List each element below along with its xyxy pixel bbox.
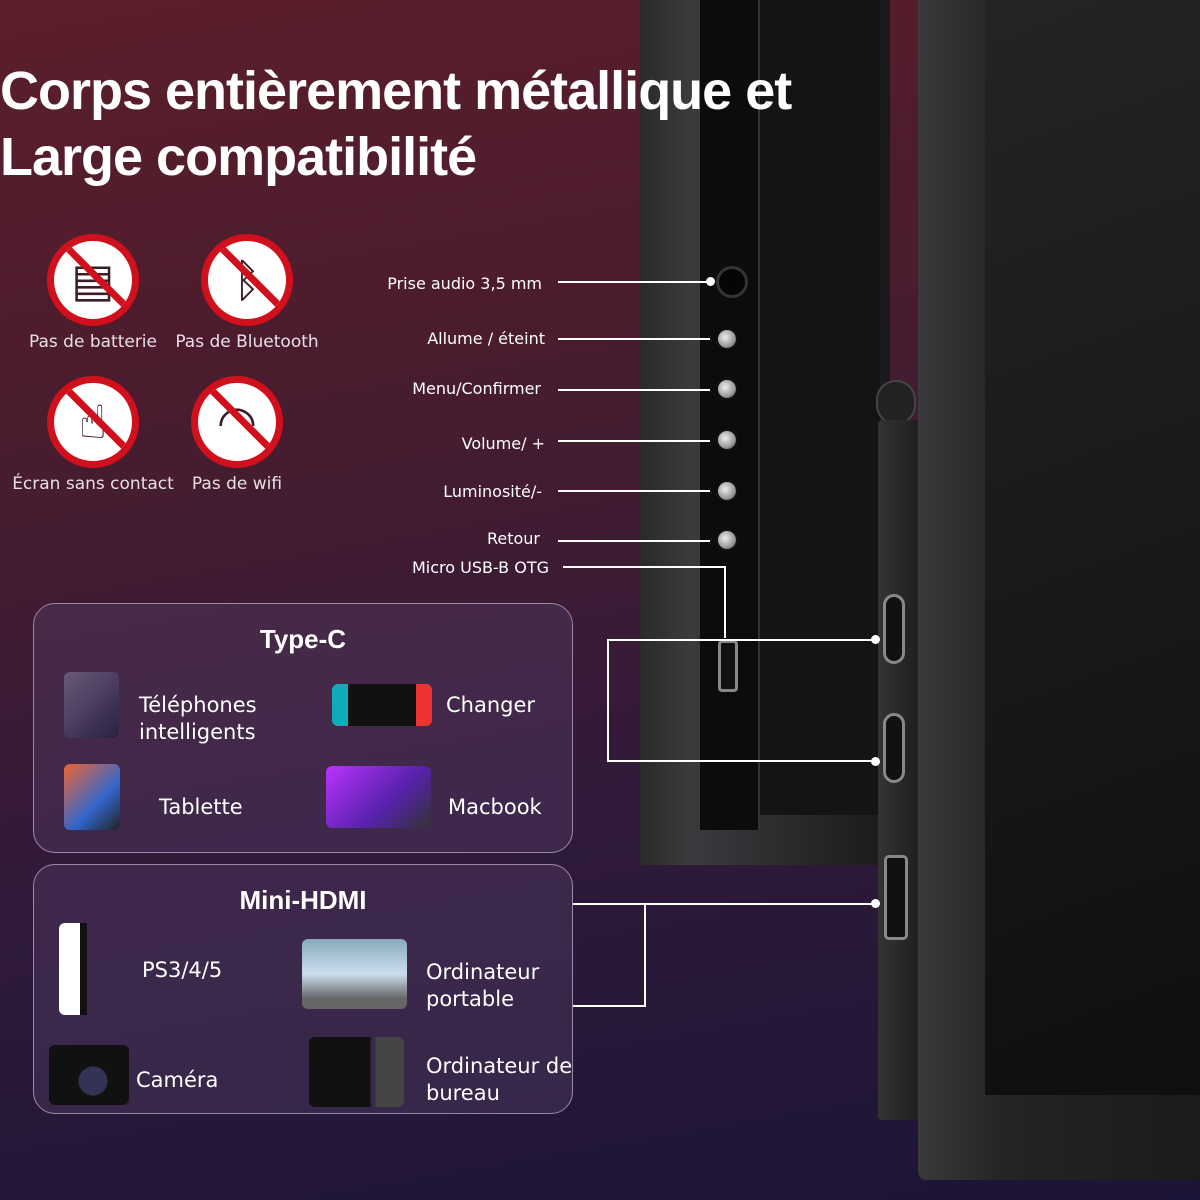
device-laptop: Ordinateur portable (426, 960, 540, 1011)
device-macbook: Macbook (448, 795, 542, 819)
callout-micro-usb: Micro USB-B OTG (411, 558, 549, 577)
callout-audio: Prise audio 3,5 mm (387, 274, 542, 293)
device-desktop: Ordinateur de bureau (426, 1054, 573, 1105)
callout-dot (706, 277, 715, 286)
type-c-bracket (607, 639, 877, 762)
laptop-image (302, 939, 407, 1009)
mini-hdmi-panel: Mini-HDMI PS3/4/5 Ordinateur portable Ca… (33, 864, 573, 1114)
device-playstation: PS3/4/5 (142, 958, 223, 982)
hdmi-bracket (573, 903, 876, 1007)
callout-dot (871, 635, 880, 644)
usb-c-port-1 (883, 594, 905, 664)
feature-label: Écran sans contact (12, 474, 174, 494)
leader-line (558, 389, 710, 391)
leader-line (558, 440, 710, 442)
tablet-image (64, 764, 120, 830)
camera-image (49, 1045, 129, 1105)
monitor-inner (760, 0, 880, 815)
mini-hdmi-port (884, 855, 908, 940)
power-button (716, 328, 738, 350)
macbook-image (326, 766, 431, 828)
callout-power: Allume / éteint (427, 329, 545, 348)
type-c-title: Type-C (259, 624, 347, 654)
leader-line (558, 490, 710, 492)
callout-brightness: Luminosité/- (443, 482, 542, 501)
feature-no-touch: ☝ Écran sans contact (8, 376, 178, 494)
feature-no-bluetooth: ᛒ Pas de Bluetooth (172, 234, 322, 352)
usb-c-port-2 (883, 713, 905, 783)
mini-hdmi-title: Mini-HDMI (239, 885, 367, 915)
hdmi-bracket (644, 903, 646, 1007)
device-switch: Changer (446, 693, 536, 717)
leader-line (558, 281, 710, 283)
feature-label: Pas de batterie (29, 332, 157, 352)
callout-back: Retour (486, 529, 540, 548)
no-bluetooth-icon: ᛒ (201, 234, 293, 326)
monitor-screen (985, 0, 1200, 1095)
micro-usb-port (718, 640, 738, 692)
feature-no-battery: ▤ Pas de batterie (18, 234, 168, 352)
smartphone-image (64, 672, 119, 738)
switch-image (332, 684, 432, 726)
device-camera: Caméra (136, 1068, 219, 1092)
no-battery-icon: ▤ (47, 234, 139, 326)
volume-button (716, 429, 738, 451)
back-button (716, 529, 738, 551)
device-smartphones: Téléphones intelligents (139, 693, 257, 744)
type-c-panel: Type-C Téléphones intelligents Changer T… (33, 603, 573, 853)
device-tablet: Tablette (159, 795, 243, 819)
audio-jack (716, 266, 748, 298)
desktop-image (309, 1037, 404, 1107)
callout-dot (871, 757, 880, 766)
playstation-image (59, 923, 129, 1015)
brightness-button (716, 480, 738, 502)
callout-menu: Menu/Confirmer (412, 379, 541, 398)
kickstand-hinge (876, 380, 916, 425)
leader-line (724, 566, 726, 638)
leader-line (558, 338, 710, 340)
callout-volume: Volume/ + (461, 434, 545, 453)
menu-button (716, 378, 738, 400)
feature-no-wifi: ◠ Pas de wifi (162, 376, 312, 494)
leader-line (563, 566, 725, 568)
feature-label: Pas de Bluetooth (175, 332, 319, 352)
no-wifi-icon: ◠ (191, 376, 283, 468)
monitor-side-rail (700, 0, 760, 830)
callout-dot (871, 899, 880, 908)
leader-line (558, 540, 710, 542)
no-touch-icon: ☝ (47, 376, 139, 468)
feature-label: Pas de wifi (191, 474, 283, 494)
hdmi-bracket (573, 1005, 646, 1007)
